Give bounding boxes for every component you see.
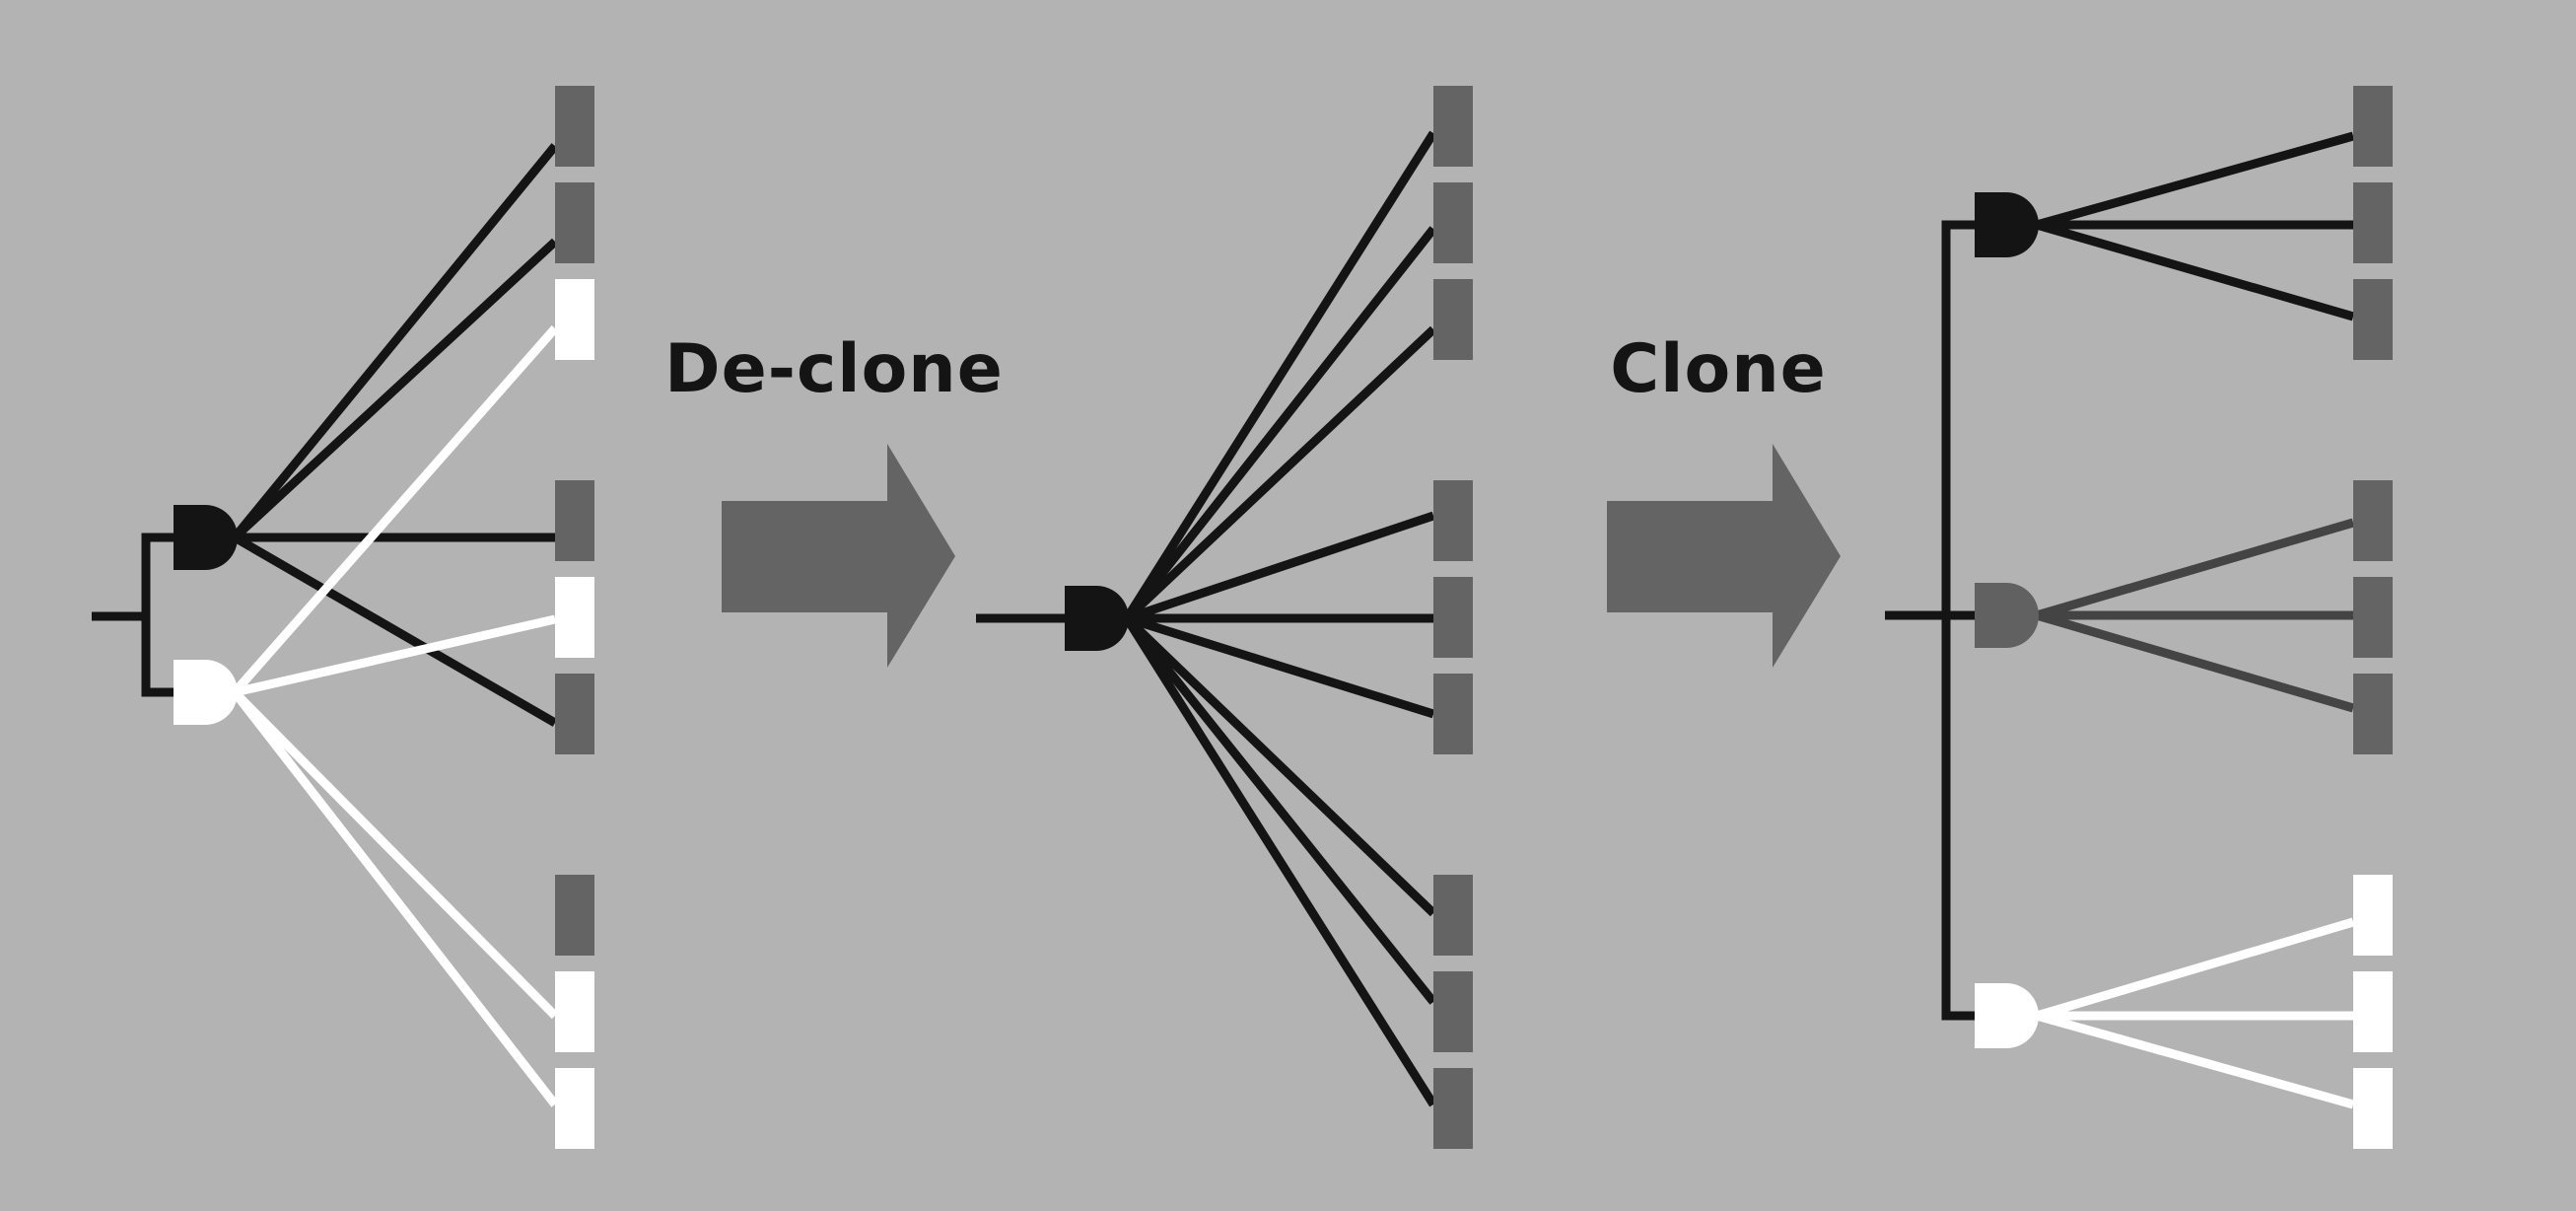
fanout-wire-black — [231, 238, 559, 541]
sink-gray — [555, 674, 594, 754]
sink-gray — [1433, 674, 1473, 754]
wires-layer — [92, 130, 2355, 1109]
sink-gray — [1433, 182, 1473, 263]
fanout-wire-black — [1123, 226, 1437, 621]
sink-white — [555, 971, 594, 1052]
sink-gray — [2353, 480, 2393, 561]
declone-arrow-icon — [722, 444, 955, 668]
fanout-wire-black — [1125, 613, 1435, 719]
clone-arrow-icon — [1607, 444, 1841, 668]
sink-gray — [555, 182, 594, 263]
sink-gray — [2353, 182, 2393, 263]
sink-gray — [1433, 480, 1473, 561]
sink-white — [555, 577, 594, 658]
sink-gray — [555, 480, 594, 561]
fanout-wire-white — [2035, 917, 2355, 1021]
fanout-wire-black — [1123, 325, 1437, 622]
clone-label: Clone — [1610, 330, 1827, 408]
and-gate-white — [174, 660, 238, 725]
fanout-wire-gray — [2035, 518, 2355, 620]
branch-wire — [1941, 220, 1975, 1021]
fanout-wire-white — [231, 325, 559, 695]
sink-white — [555, 279, 594, 360]
fanout-wire-black — [232, 534, 558, 727]
sink-white — [2353, 1068, 2393, 1149]
and-gate-black — [174, 505, 238, 570]
fanout-wire-black — [2035, 131, 2355, 230]
gates-layer — [174, 192, 2039, 1048]
branch-wire — [141, 533, 174, 697]
sink-gray — [1433, 279, 1473, 360]
sink-gray — [1433, 577, 1473, 658]
and-gate-gray — [1975, 583, 2039, 648]
and-gate-black — [1975, 192, 2039, 257]
sinks-layer — [555, 86, 2393, 1149]
sink-gray — [2353, 674, 2393, 754]
fanout-wire-black — [1123, 615, 1437, 1005]
fanout-wire-white — [2035, 1011, 2355, 1109]
sink-white — [555, 1068, 594, 1149]
fanout-wire-gray — [2035, 610, 2355, 713]
sink-gray — [2353, 577, 2393, 658]
fanout-wire-black — [231, 143, 559, 540]
fanout-wire-white — [231, 688, 559, 1020]
sink-gray — [1433, 971, 1473, 1052]
sink-gray — [555, 86, 594, 167]
arrows-layer — [722, 444, 1841, 668]
fanout-wire-black — [1123, 615, 1437, 1107]
sink-white — [2353, 971, 2393, 1052]
and-gate-white — [1975, 983, 2039, 1048]
sink-gray — [1433, 86, 1473, 167]
fanout-wire-black — [1123, 130, 1437, 621]
sink-gray — [1433, 875, 1473, 956]
sink-gray — [1433, 1068, 1473, 1149]
sink-gray — [2353, 279, 2393, 360]
fanout-wire-black — [2035, 220, 2355, 321]
declone-label: De-clone — [664, 330, 1004, 408]
sink-gray — [555, 875, 594, 956]
fanout-wire-white — [231, 689, 559, 1107]
sink-gray — [2353, 86, 2393, 167]
fanout-wire-white — [234, 614, 556, 697]
fanout-wire-black — [1123, 614, 1437, 917]
fanout-wire-black — [1125, 511, 1435, 623]
sink-white — [2353, 875, 2393, 956]
and-gate-single — [1065, 586, 1129, 651]
